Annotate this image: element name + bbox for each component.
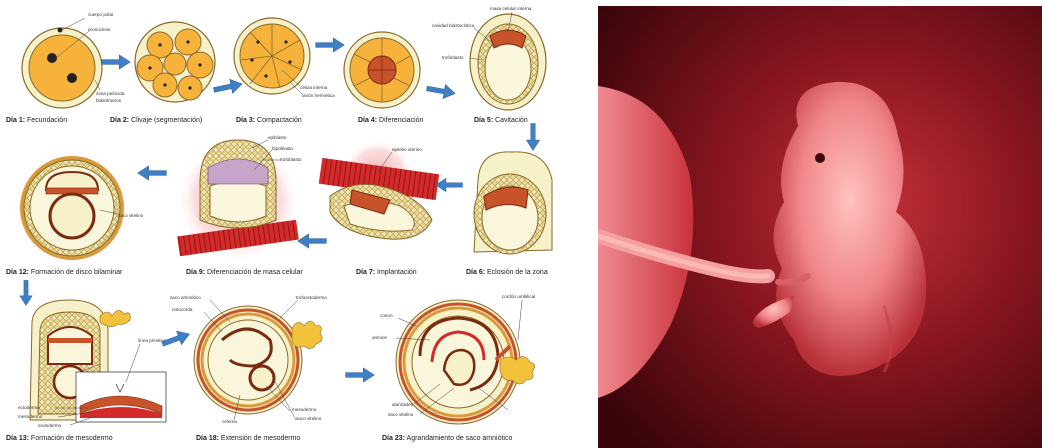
label-cuerpo-polar: cuerpo polar bbox=[88, 12, 114, 17]
caption-day-9: Día 9: Diferenciación de masa celular bbox=[186, 269, 303, 276]
caption-day-3: Día 3: Compactación bbox=[236, 117, 302, 124]
label-saco-vitelino-2: saco vitelino bbox=[296, 416, 322, 421]
embryo-development-diagram: cuerpo polar pronúcleos zona pelúcida bl… bbox=[0, 0, 585, 448]
label-mesodermo-2: mesodermo bbox=[292, 407, 317, 412]
caption-day-18: Día 18: Extensión de mesodermo bbox=[196, 435, 300, 442]
label-saco-vitelino-3: saco vitelino bbox=[388, 412, 414, 417]
caption-day-4: Día 4: Diferenciación bbox=[358, 117, 423, 124]
stage-day-7: epitelio uterino bbox=[319, 139, 439, 239]
label-trofoblasto-2: trofoblasto bbox=[280, 157, 302, 162]
label-epitelio-uterino: epitelio uterino bbox=[392, 147, 422, 152]
label-cordon-umbilical: cordón umbilical bbox=[502, 294, 535, 299]
stage-day-12: saco vitelino bbox=[12, 148, 144, 268]
label-endodermo: endodermo bbox=[38, 423, 62, 428]
arrow-6-7 bbox=[436, 178, 463, 192]
caption-day-12: Día 12: Formación de disco bilaminar bbox=[6, 269, 123, 276]
label-masa-celular-interna: masa celular interna bbox=[490, 6, 532, 11]
label-epiblasto: epiblasto bbox=[268, 135, 287, 140]
label-union-hermetica: unión hermética bbox=[302, 93, 335, 98]
stage-day-3: célula interna unión hermética bbox=[234, 18, 335, 98]
stage-day-18: saco amniótico notocorda trofoectodermo … bbox=[170, 295, 327, 424]
label-cavidad-blastocistica: cavidad blastocística bbox=[432, 23, 475, 28]
stage-day-9: epiblasto hipoblasto trofoblasto bbox=[176, 135, 302, 262]
label-blastomeros: blastómeros bbox=[96, 98, 122, 103]
stage-day-2 bbox=[135, 22, 215, 102]
label-zona-pelucida: zona pelúcida bbox=[96, 91, 125, 96]
arrow-7-9 bbox=[298, 234, 327, 248]
label-amnios: amnios bbox=[372, 335, 388, 340]
label-celula-interna: célula interna bbox=[300, 85, 328, 90]
caption-day-13: Día 13: Formación de mesodermo bbox=[6, 435, 113, 442]
arrow-2-3 bbox=[212, 77, 243, 97]
stage-day-6 bbox=[474, 152, 552, 254]
stage-day-4 bbox=[344, 32, 420, 108]
embryo-photo bbox=[598, 6, 1042, 448]
stage-day-13: línea primitiva ectodermo mesodermo endo… bbox=[18, 300, 167, 428]
caption-day-6: Día 6: Eclosión de la zona bbox=[466, 269, 548, 276]
label-hipoblasto: hipoblasto bbox=[272, 146, 293, 151]
arrow-5-6 bbox=[526, 124, 540, 151]
caption-day-2: Día 2: Clivaje (segmentación) bbox=[110, 117, 202, 124]
label-celoma: celoma bbox=[222, 419, 237, 424]
arrow-12-13 bbox=[20, 280, 33, 305]
caption-day-1: Día 1: Fecundación bbox=[6, 117, 67, 124]
caption-day-23: Día 23: Agrandamiento de saco amniótico bbox=[382, 435, 512, 442]
caption-day-7: Día 7: Implantación bbox=[356, 269, 417, 276]
arrow-9-12 bbox=[138, 166, 167, 180]
label-trofoectodermo: trofoectodermo bbox=[296, 295, 327, 300]
arrow-3-4 bbox=[316, 38, 345, 52]
label-corion: corion bbox=[380, 313, 393, 318]
label-pronucleos: pronúcleos bbox=[88, 27, 111, 32]
label-mesodermo: mesodermo bbox=[18, 414, 43, 419]
label-ectodermo: ectodermo bbox=[18, 405, 40, 410]
stage-day-23: cordón umbilical corion amnios alantoide… bbox=[372, 294, 535, 424]
arrow-18-23 bbox=[346, 368, 375, 382]
label-notocorda: notocorda bbox=[172, 307, 193, 312]
label-trofoblasto: trofoblasto bbox=[442, 55, 464, 60]
label-saco-amniotico: saco amniótico bbox=[170, 295, 201, 300]
arrow-4-5 bbox=[426, 81, 457, 100]
arrow-1-2 bbox=[102, 55, 131, 69]
label-alantoides: alantoides bbox=[392, 402, 414, 407]
label-saco-vitelino: saco vitelino bbox=[118, 213, 144, 218]
caption-day-5: Día 5: Cavitación bbox=[474, 117, 528, 124]
